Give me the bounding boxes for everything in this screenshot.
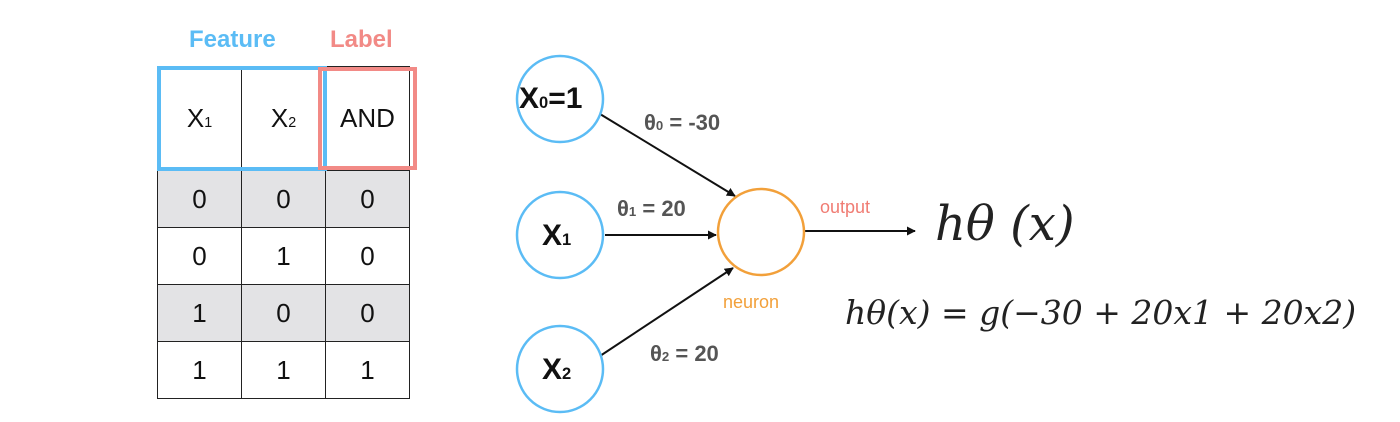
table-cell: 0: [325, 170, 410, 228]
table-cell: 1: [325, 341, 410, 399]
table-row: 1 1 1: [157, 341, 410, 399]
x2-node-label: X2: [542, 353, 572, 386]
table-cell: 0: [241, 284, 326, 342]
label-header: Label: [330, 26, 393, 53]
table-cell: 1: [157, 341, 242, 399]
hypothesis-formula: hθ(x) = g(−30 + 20x1 + 20x2): [845, 293, 1357, 332]
input-node-x1: [515, 190, 605, 280]
table-cell: 0: [241, 170, 326, 228]
edge-x0-neuron: [599, 113, 736, 197]
table-cell: 1: [241, 227, 326, 285]
input-node-x2: [515, 324, 605, 414]
neuron-node: [716, 187, 806, 277]
x1-node-label: X1: [542, 219, 572, 252]
weight-theta2: θ2 = 20: [650, 341, 719, 366]
feature-header: Feature: [189, 26, 276, 53]
neuron-caption: neuron: [723, 292, 780, 312]
weight-theta1: θ1 = 20: [617, 196, 686, 221]
table-header-x1: X1: [157, 66, 242, 171]
edge-x2-neuron: [599, 267, 734, 357]
truth-table: X1 X2 AND 0 0 0 0 1 0 1 0 0 1 1 1: [157, 66, 410, 399]
table-row: 1 0 0: [157, 284, 410, 342]
table-cell: 1: [241, 341, 326, 399]
x0-node-label: X0=1: [519, 82, 583, 115]
hypothesis-output: hθ (x): [935, 196, 1075, 252]
table-cell: 0: [157, 227, 242, 285]
table-header-row: X1 X2 AND: [157, 66, 410, 171]
feature-highlight-box: [157, 66, 327, 171]
weight-theta0: θ0 = -30: [644, 110, 721, 135]
table-header-x2: X2: [241, 66, 326, 171]
input-node-x0: [515, 54, 605, 144]
output-caption: output: [820, 197, 871, 217]
label-highlight-box: [318, 67, 417, 170]
table-row: 0 1 0: [157, 227, 410, 285]
table-cell: 0: [325, 284, 410, 342]
table-cell: 0: [325, 227, 410, 285]
